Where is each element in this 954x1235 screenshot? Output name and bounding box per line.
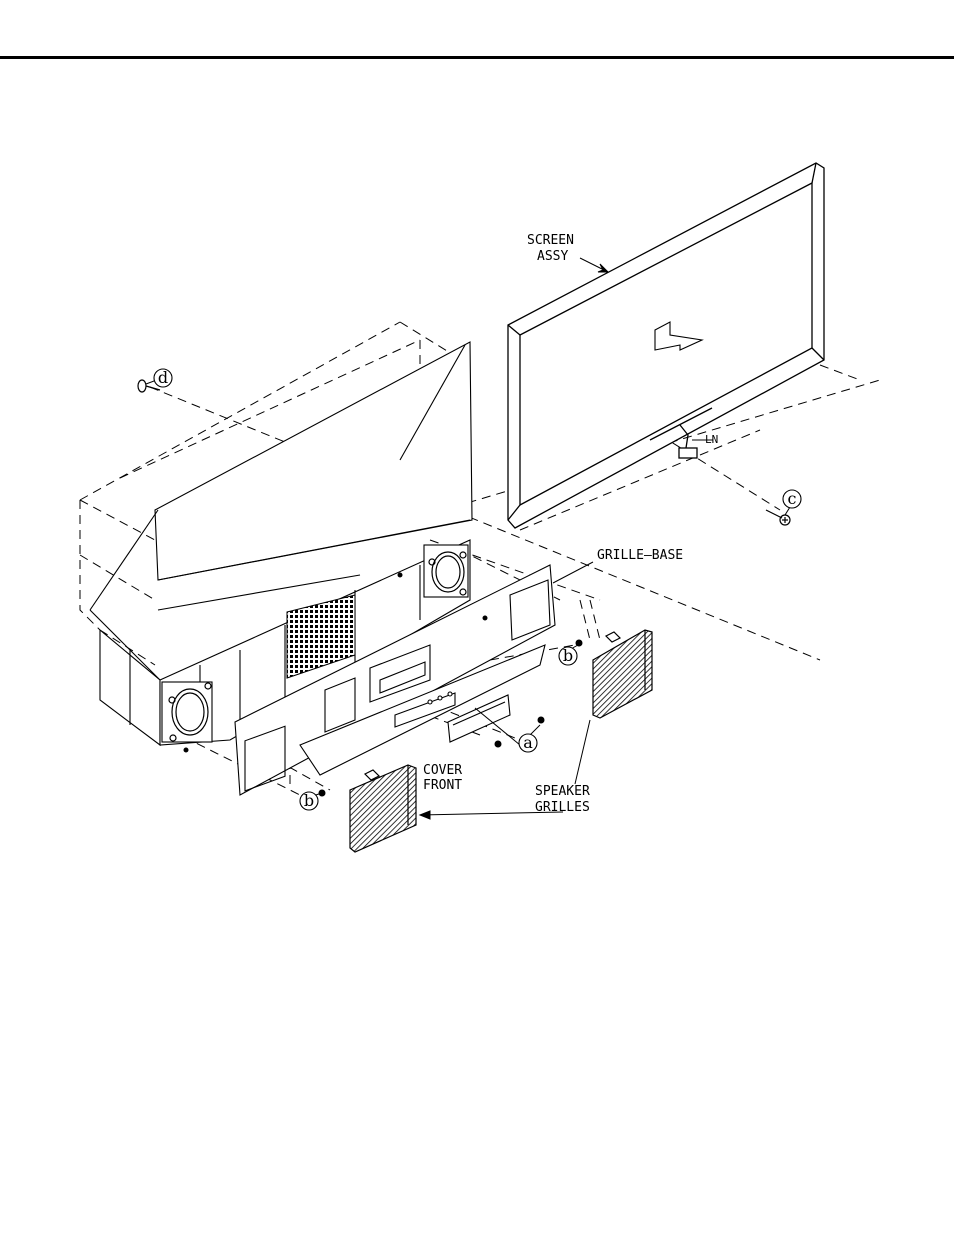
speaker-grille-left	[350, 765, 416, 852]
label-ln: LN	[705, 433, 718, 446]
callout-d-text: d	[158, 368, 168, 387]
callout-c-text: c	[788, 489, 797, 508]
callout-a-text: a	[523, 733, 533, 752]
callout-b-right: b	[559, 646, 577, 665]
callout-c: c	[783, 489, 801, 508]
label-grille-base: GRILLE–BASE	[597, 548, 683, 563]
label-speaker-grilles-1: SPEAKER	[535, 784, 590, 799]
callout-d: d	[154, 368, 172, 387]
callout-b-left-text: b	[304, 791, 314, 810]
label-screen-assy-1: SCREEN	[527, 233, 574, 248]
speaker-grille-right	[593, 630, 652, 718]
callout-b-left: b	[300, 791, 318, 810]
label-speaker-grilles-2: GRILLES	[535, 800, 590, 815]
callout-a: a	[519, 733, 537, 752]
callout-b-right-text: b	[563, 646, 573, 665]
label-cover-front-1: COVER	[423, 763, 462, 778]
label-cover-front-2: FRONT	[423, 778, 462, 793]
label-screen-assy-2: ASSY	[537, 249, 568, 264]
